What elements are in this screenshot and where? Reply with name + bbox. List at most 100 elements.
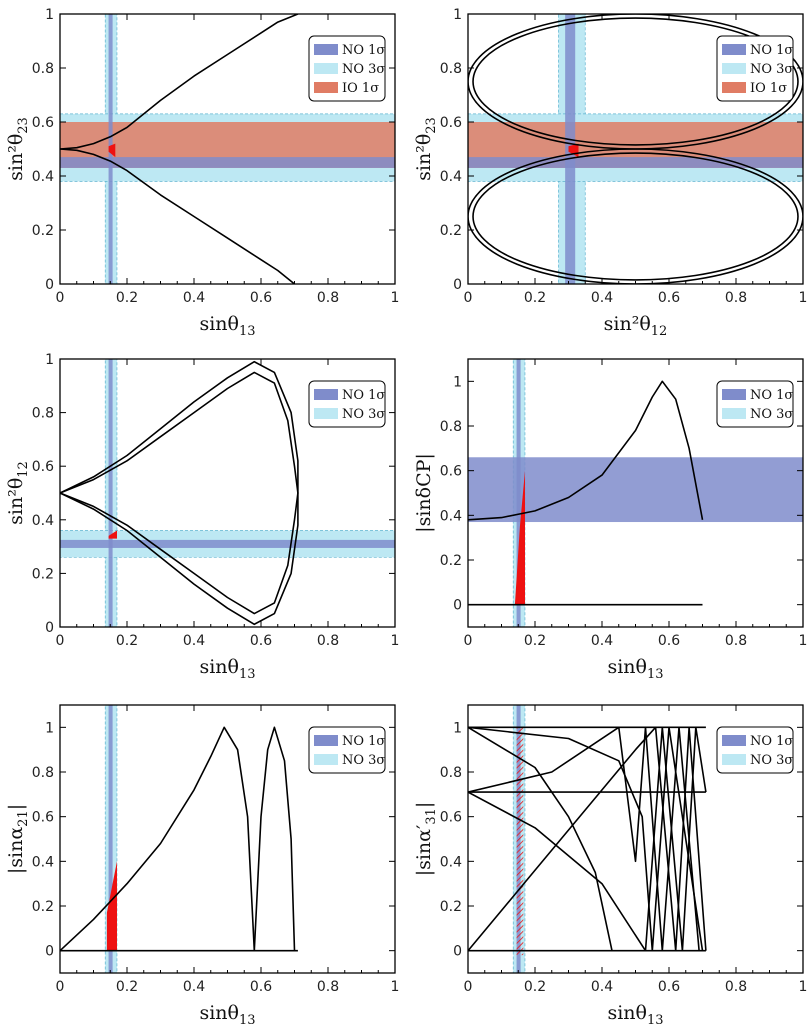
- legend-swatch: [722, 389, 746, 400]
- x-tick-label: 0.4: [183, 290, 205, 306]
- y-tick-label: 0.2: [32, 223, 54, 239]
- y-axis-label: |sinδCP|: [413, 453, 435, 533]
- x-tick-label: 0.2: [524, 633, 546, 649]
- x-tick-label: 0.8: [317, 290, 339, 306]
- legend-swatch: [314, 754, 338, 765]
- x-tick-label: 1: [391, 290, 400, 306]
- allowed-region: [516, 727, 524, 956]
- series-curve: [468, 380, 704, 521]
- band-h-1sigma: [468, 457, 803, 523]
- series-curve: [60, 148, 296, 284]
- y-axis-label: |sinα′31|: [413, 802, 439, 877]
- series-curve: [468, 726, 613, 951]
- band-h-1sigma: [60, 157, 395, 168]
- y-tick-label: 1: [453, 720, 462, 736]
- plot-area: [60, 14, 395, 284]
- y-tick-label: 0.2: [32, 566, 54, 582]
- series-curve: [253, 726, 296, 951]
- x-tick-label: 0.4: [591, 633, 613, 649]
- legend-swatch: [314, 44, 338, 55]
- x-tick-label: 0: [56, 290, 65, 306]
- x-tick-label: 0.8: [317, 979, 339, 995]
- x-tick-label: 0: [56, 979, 65, 995]
- legend-label: NO 1σ: [750, 43, 793, 58]
- y-tick-label: 0.8: [32, 765, 54, 781]
- y-tick-label: 1: [45, 720, 54, 736]
- y-axis-label: |sinα21|: [5, 804, 31, 874]
- x-tick-label: 0.8: [317, 633, 339, 649]
- y-tick-label: 0.8: [32, 61, 54, 77]
- legend-label: NO 1σ: [342, 734, 385, 749]
- allowed-region: [106, 861, 117, 951]
- y-tick-label: 0: [453, 277, 462, 293]
- series-curve: [468, 726, 704, 952]
- plot-area: [60, 359, 395, 627]
- x-tick-label: 0.4: [183, 979, 205, 995]
- x-axis-label: sinθ13: [199, 313, 255, 339]
- y-tick-label: 0.6: [440, 115, 462, 131]
- legend-swatch: [722, 63, 746, 74]
- y-tick-label: 1: [45, 7, 54, 23]
- x-axis-label: sinθ13: [607, 656, 663, 682]
- x-tick-label: 1: [799, 633, 808, 649]
- y-tick-label: 0.4: [32, 854, 54, 870]
- series-curve: [60, 726, 256, 952]
- y-tick-label: 1: [453, 7, 462, 23]
- y-tick-label: 0.4: [440, 508, 462, 524]
- plot-area: [468, 14, 803, 284]
- band-v-1sigma: [108, 359, 113, 627]
- x-tick-label: 0.6: [658, 979, 680, 995]
- x-tick-label: 0.4: [591, 290, 613, 306]
- y-tick-label: 0.4: [32, 513, 54, 529]
- x-axis-label: sinθ13: [199, 656, 255, 682]
- x-tick-label: 1: [799, 290, 808, 306]
- x-tick-label: 0: [56, 633, 65, 649]
- y-tick-label: 0.6: [32, 115, 54, 131]
- y-axis-label: sin²θ23: [413, 117, 439, 181]
- legend-swatch: [722, 44, 746, 55]
- y-tick-label: 0.6: [32, 810, 54, 826]
- x-tick-label: 0.4: [591, 979, 613, 995]
- legend-label: NO 1σ: [750, 388, 793, 403]
- legend-label: NO 3σ: [342, 407, 385, 422]
- x-tick-label: 0.2: [524, 290, 546, 306]
- y-tick-label: 0.8: [32, 406, 54, 422]
- y-axis-label: sin²θ23: [5, 117, 31, 181]
- y-tick-label: 0.4: [440, 854, 462, 870]
- x-tick-label: 1: [391, 979, 400, 995]
- legend-label: NO 3σ: [750, 62, 793, 77]
- legend-label: NO 1σ: [342, 43, 385, 58]
- y-tick-label: 1: [453, 374, 462, 390]
- y-tick-label: 0.6: [440, 464, 462, 480]
- y-tick-label: 0.6: [32, 459, 54, 475]
- x-tick-label: 0.6: [658, 633, 680, 649]
- allowed-region: [108, 530, 117, 539]
- x-axis-label: sinθ13: [607, 1002, 663, 1028]
- x-tick-label: 1: [391, 633, 400, 649]
- y-tick-label: 0.6: [440, 810, 462, 826]
- legend-swatch: [722, 735, 746, 746]
- plot-area: [60, 705, 298, 973]
- x-tick-label: 0.8: [725, 633, 747, 649]
- y-tick-label: 0.2: [32, 899, 54, 915]
- series-ellipse: [472, 17, 799, 146]
- allowed-region: [108, 143, 116, 158]
- y-tick-label: 0: [453, 944, 462, 960]
- series-curve: [60, 360, 299, 494]
- series-curve: [60, 371, 299, 494]
- series-curve: [60, 492, 299, 626]
- legend-label: NO 3σ: [342, 62, 385, 77]
- x-tick-label: 0.2: [116, 633, 138, 649]
- band-v-1sigma: [108, 705, 113, 973]
- legend-swatch: [314, 735, 338, 746]
